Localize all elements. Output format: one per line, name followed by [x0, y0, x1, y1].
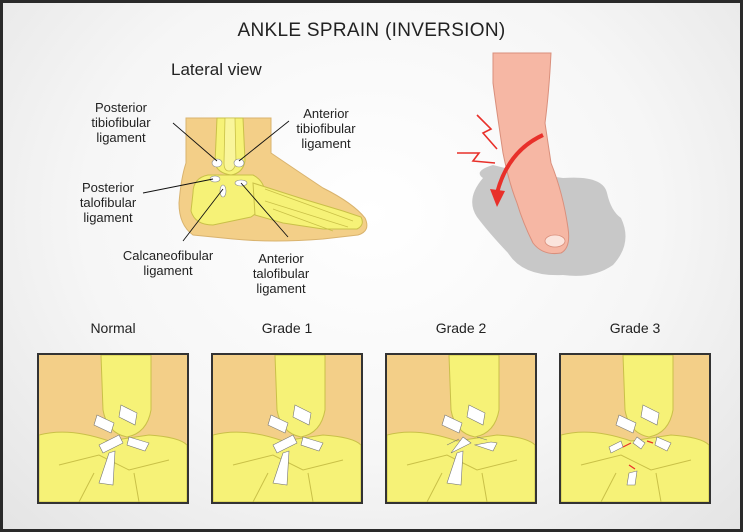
grade-label-1: Grade 1	[261, 320, 313, 336]
grade-label-2: Grade 2	[435, 320, 487, 336]
curved-arrow-icon	[495, 133, 544, 194]
lateral-view-foot	[142, 117, 368, 242]
lateral-view-label: Lateral view	[171, 60, 262, 79]
page-title: ANKLE SPRAIN (INVERSION)	[237, 20, 506, 41]
label-posterior-tibiofibular: Posterior tibiofibular ligament	[91, 100, 151, 145]
panel-grade-1	[211, 353, 363, 504]
arrow-head-icon	[490, 189, 505, 207]
label-anterior-tibiofibular: Anterior tibiofibular ligament	[296, 106, 356, 151]
label-anterior-talofibular: Anterior talofibular ligament	[252, 251, 310, 296]
lightning-bolt-icon	[476, 114, 498, 150]
panel-grade-2	[385, 353, 537, 504]
main-illustration	[142, 52, 626, 276]
panel-normal	[37, 353, 189, 504]
illustration-frame: ANKLE SPRAIN (INVERSION) Lateral view Po…	[3, 3, 740, 529]
grade-label-normal: Normal	[90, 320, 136, 336]
leg-and-foot	[492, 52, 570, 254]
panel-grade-3	[559, 353, 711, 504]
grade-label-3: Grade 3	[609, 320, 661, 336]
label-calcaneofibular: Calcaneofibular ligament	[122, 248, 214, 278]
inversion-foot	[457, 52, 626, 276]
label-posterior-talofibular: Posterior talofibular ligament	[79, 180, 137, 225]
